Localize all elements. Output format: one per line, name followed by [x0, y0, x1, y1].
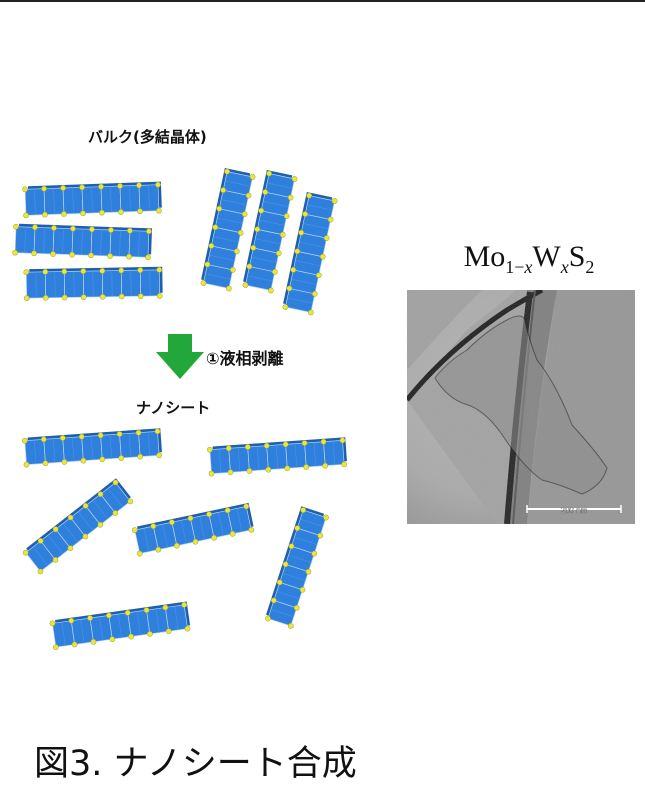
formula-sub-x1: x	[524, 257, 533, 277]
bulk-sheet	[200, 167, 256, 292]
bulk-sheet	[12, 223, 153, 261]
formula-sub-1: 1−	[505, 257, 525, 277]
formula-mo: Mo	[463, 240, 506, 273]
bulk-sheet	[282, 191, 338, 316]
nanosheet	[49, 601, 191, 650]
nanosheet	[22, 478, 134, 575]
bulk-sheet	[23, 266, 163, 302]
formula-w: W	[532, 240, 561, 273]
nanosheet	[131, 502, 255, 557]
nanosheet	[265, 506, 329, 629]
bulk-label: バルク(多結晶体)	[88, 128, 207, 146]
formula-sub-x2: x	[560, 257, 569, 277]
tem-micrograph: 200 nm	[407, 290, 635, 524]
nanosheet-label: ナノシート	[136, 399, 211, 417]
bulk-sheet	[242, 169, 298, 294]
exfoliation-step-label: ①液相剥離	[206, 349, 284, 368]
top-border-line	[0, 0, 645, 2]
formula-s: S	[568, 240, 586, 273]
chemical-formula: Mo1−xWxS2	[414, 240, 644, 278]
nanosheet	[21, 428, 163, 468]
bulk-sheet	[22, 181, 162, 219]
formula-sub-2: 2	[585, 257, 595, 277]
figure-caption: 図3. ナノシート合成	[34, 744, 357, 784]
nanosheet	[206, 437, 348, 477]
scale-bar-label: 200 nm	[561, 506, 588, 515]
exfoliation-arrow-icon	[156, 334, 204, 379]
